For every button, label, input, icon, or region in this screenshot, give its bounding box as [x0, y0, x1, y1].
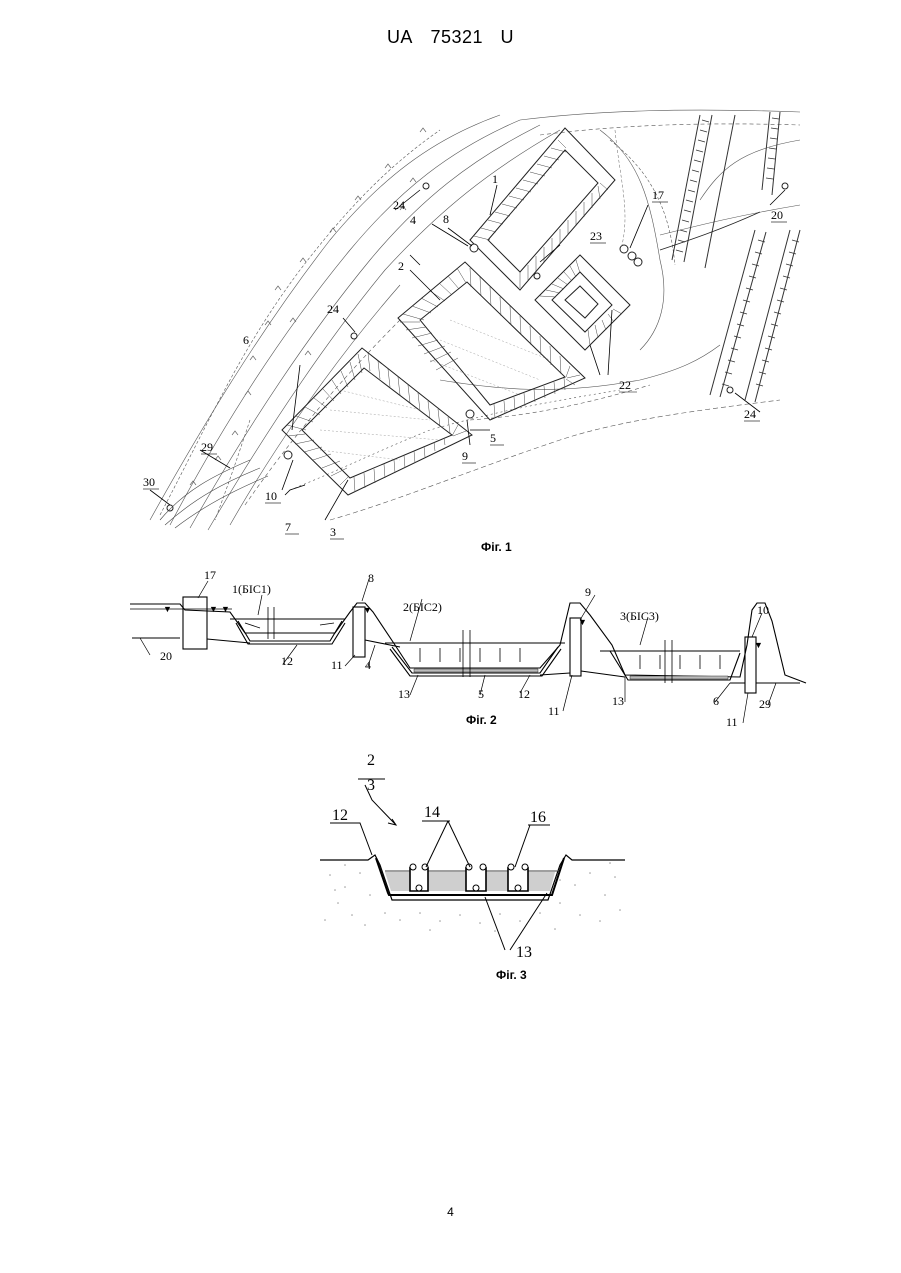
fig2-label: 29 — [759, 697, 771, 711]
fig3-label: 14 — [424, 804, 440, 821]
fig2-label: 6 — [713, 694, 719, 708]
fig2-label: 3(БІС3) — [620, 609, 659, 623]
fig1-label: 10 — [265, 489, 277, 503]
fig2-label: 11 — [548, 704, 560, 718]
figure-1-label-layer: 1 2 3 4 5 6 7 8 9 10 17 20 22 23 24 24 2… — [0, 0, 901, 560]
fig1-label: 24 — [744, 407, 756, 421]
fig2-label: 11 — [726, 715, 738, 729]
svg-text:▼: ▼ — [754, 640, 763, 650]
fig1-label: 3 — [330, 525, 336, 539]
fig2-label: 12 — [281, 654, 293, 668]
fig2-label: 11 — [331, 658, 343, 672]
fig3-label: 3 — [367, 777, 375, 794]
fig2-label: 10 — [757, 603, 769, 617]
svg-text:▼: ▼ — [363, 605, 372, 615]
fig2-label: 12 — [518, 687, 530, 701]
fig1-label: 22 — [619, 378, 631, 392]
figure-2-section-drawing: ▼▼▼ ▼▼▼ 17 1(БІС1) 8 2(БІС2) 9 3(БІС3) 1… — [0, 565, 901, 745]
fig1-label: 8 — [443, 212, 449, 226]
page-number: 4 — [0, 1205, 901, 1219]
fig1-label: 29 — [201, 440, 213, 454]
fig3-label: 16 — [530, 809, 546, 826]
fig1-label: 4 — [410, 213, 416, 227]
figure-1-caption: Фіг. 1 — [481, 540, 512, 554]
fig1-label: 17 — [652, 188, 664, 202]
fig1-label: 24 — [327, 302, 339, 316]
figure-2-caption: Фіг. 2 — [466, 713, 497, 727]
figure-3-cross-section-drawing: 2 3 12 14 16 13 — [0, 745, 901, 965]
svg-text:▼: ▼ — [578, 617, 587, 627]
fig1-label: 24 — [393, 198, 405, 212]
fig3-label: 2 — [367, 752, 375, 769]
fig1-label: 23 — [590, 229, 602, 243]
svg-text:▼: ▼ — [209, 604, 218, 614]
fig3-label: 13 — [516, 944, 532, 961]
svg-text:▼: ▼ — [221, 604, 230, 614]
fig2-label: 13 — [398, 687, 410, 701]
svg-text:▼: ▼ — [163, 604, 172, 614]
fig1-label: 9 — [462, 449, 468, 463]
fig2-label: 20 — [160, 649, 172, 663]
fig2-label: 1(БІС1) — [232, 582, 271, 596]
fig1-label: 7 — [285, 520, 291, 534]
fig2-label: 17 — [204, 568, 216, 582]
fig2-label: 2(БІС2) — [403, 600, 442, 614]
fig1-label: 1 — [492, 172, 498, 186]
fig2-label: 13 — [612, 694, 624, 708]
fig3-label: 12 — [332, 807, 348, 824]
fig2-label: 4 — [365, 658, 371, 672]
fig2-label: 8 — [368, 571, 374, 585]
fig1-label: 5 — [490, 431, 496, 445]
figure-3-caption: Фіг. 3 — [496, 968, 527, 982]
fig1-label: 20 — [771, 208, 783, 222]
fig1-label: 2 — [398, 259, 404, 273]
fig2-label: 5 — [478, 687, 484, 701]
fig1-label: 6 — [243, 333, 249, 347]
fig1-label: 30 — [143, 475, 155, 489]
fig2-label: 9 — [585, 585, 591, 599]
